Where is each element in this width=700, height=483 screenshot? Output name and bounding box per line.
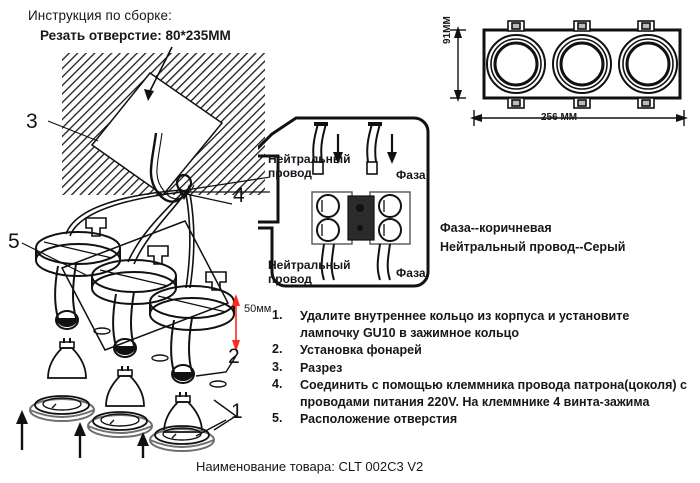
legend-phase: Фаза--коричневая xyxy=(440,221,552,235)
wire-color-legend: Фаза--коричневая Нейтральный провод--Сер… xyxy=(440,219,625,257)
step-text: Разрез xyxy=(300,360,343,375)
list-item: 2. Установка фонарей xyxy=(272,342,690,359)
list-item: 1. Удалите внутреннее кольцо из корпуса … xyxy=(272,308,690,341)
list-item: 5. Расположение отверстия xyxy=(272,411,690,428)
step-text: Удалите внутреннее кольцо из корпуса и у… xyxy=(300,309,630,340)
assembly-exploded-figure xyxy=(16,173,270,458)
list-item: 4. Соединить с помощью клеммника провода… xyxy=(272,377,690,410)
cutout-hatch-figure xyxy=(47,46,265,203)
page-title: Инструкция по сборке: xyxy=(28,8,172,23)
label-neutral-top-line1: Нейтральный xyxy=(268,152,351,166)
callout-1: 1 xyxy=(231,400,243,423)
callout-2: 2 xyxy=(228,345,240,368)
product-name-label: Наименование товара: CLT 002C3 V2 xyxy=(196,459,424,474)
cut-hole-title: Резать отверстие: 80*235MM xyxy=(40,28,231,43)
step-text: Установка фонарей xyxy=(300,343,422,357)
fixture-height-dimension: 91MM xyxy=(442,16,453,44)
legend-neutral: Нейтральный провод--Серый xyxy=(440,240,626,254)
step-number: 1. xyxy=(272,308,283,322)
label-neutral-top: Нейтральный провод xyxy=(268,152,350,180)
step-text: Соединить с помощью клеммника провода па… xyxy=(300,378,687,409)
step-number: 4. xyxy=(272,377,283,391)
depth-dimension-label: 50мм xyxy=(244,303,272,315)
fixture-width-dimension: 256 MM xyxy=(541,112,578,123)
callout-4: 4 xyxy=(233,184,245,207)
instruction-list: 1. Удалите внутреннее кольцо из корпуса … xyxy=(272,308,690,429)
label-phase-top: Фаза xyxy=(396,168,426,182)
step-number: 3. xyxy=(272,359,283,374)
list-item: 3. Разрез xyxy=(272,360,690,377)
step-number: 5. xyxy=(272,411,283,425)
label-neutral-bottom-line2: провод xyxy=(268,272,312,286)
fixture-dimension-drawing xyxy=(450,20,688,126)
label-neutral-bottom: Нейтральный провод xyxy=(268,258,350,286)
terminal-panel-border xyxy=(258,116,430,288)
step-text: Расположение отверстия xyxy=(300,412,458,426)
terminal-block-detail xyxy=(311,122,411,281)
label-neutral-bottom-line1: Нейтральный xyxy=(268,258,351,272)
callout-5: 5 xyxy=(8,230,20,253)
step-number: 2. xyxy=(272,342,283,356)
label-phase-bottom: Фаза xyxy=(396,266,426,280)
label-neutral-top-line2: провод xyxy=(268,166,312,180)
depth-dimension-arrow xyxy=(232,294,240,352)
callout-3: 3 xyxy=(26,110,38,133)
